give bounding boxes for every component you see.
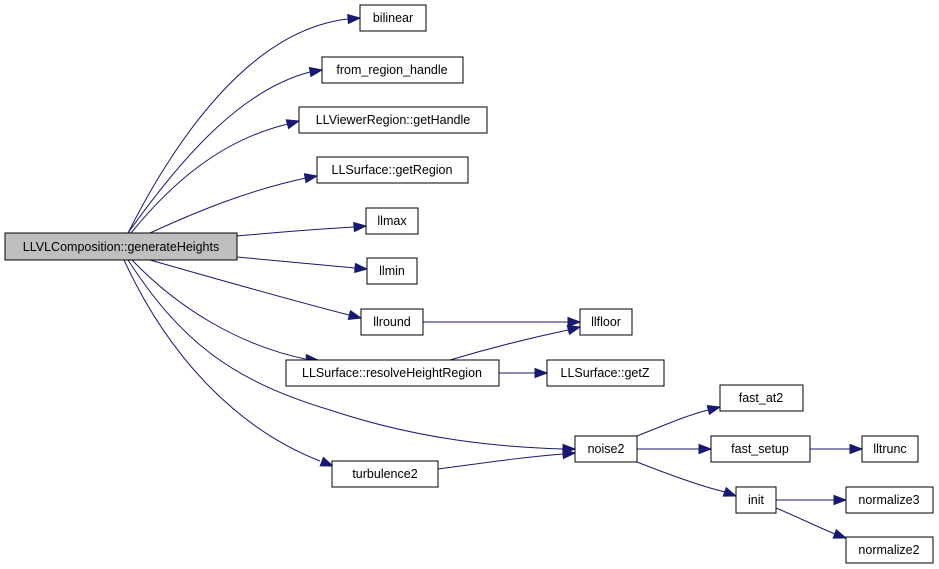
node-getZ[interactable]: LLSurface::getZ: [546, 359, 665, 387]
node-label: bilinear: [373, 11, 413, 25]
edge-line: [775, 507, 836, 535]
edge-fast_setup-to-lltrunc: [810, 443, 864, 455]
edge-root-to-getHandle: [130, 119, 301, 234]
node-from-region-handle[interactable]: from_region_handle: [321, 56, 464, 84]
arrowhead-icon: [833, 494, 848, 506]
edge-root-to-llmin: [236, 256, 369, 274]
edge-line: [437, 453, 564, 470]
node-label: llround: [373, 315, 411, 329]
node-resolveHeightRegion[interactable]: LLSurface::resolveHeightRegion: [285, 359, 500, 387]
edge-line: [123, 259, 321, 462]
edge-noise2-to-fast_at2: [636, 404, 722, 437]
arrowhead-icon: [567, 316, 582, 328]
edges: [123, 13, 864, 539]
node-label: fast_setup: [731, 442, 789, 456]
arrowhead-icon: [706, 404, 722, 416]
edge-line: [236, 256, 356, 269]
edge-line: [636, 461, 726, 493]
node-label: fast_at2: [739, 391, 784, 405]
edge-noise2-to-fast_setup: [637, 443, 713, 455]
node-getHandle[interactable]: LLViewerRegion::getHandle: [298, 106, 488, 134]
arrowhead-icon: [285, 119, 301, 130]
edge-line: [131, 259, 306, 360]
edge-turbulence2-to-noise2: [437, 448, 577, 470]
edge-line: [449, 329, 569, 361]
arrowhead-icon: [319, 456, 335, 467]
node-llround[interactable]: llround: [360, 308, 424, 336]
edge-root-to-turbulence2: [123, 259, 335, 467]
edge-init-to-normalize2: [775, 507, 848, 539]
edge-root-to-llround: [149, 259, 363, 321]
node-label: normalize3: [858, 493, 919, 507]
node-fast-at2[interactable]: fast_at2: [719, 384, 804, 412]
node-label: LLViewerRegion::getHandle: [316, 113, 471, 127]
node-label: lltrunc: [873, 442, 906, 456]
node-label: normalize2: [858, 543, 919, 557]
arrowhead-icon: [698, 443, 713, 455]
node-label: llmax: [377, 214, 407, 228]
edge-root-to-from_region_handle: [127, 66, 324, 234]
arrowhead-icon: [303, 173, 319, 184]
edge-llround-to-llfloor: [423, 316, 582, 328]
node-lltrunc[interactable]: lltrunc: [861, 435, 919, 463]
node-label: LLVLComposition::generateHeights: [23, 240, 219, 254]
edge-root-to-bilinear: [127, 13, 362, 234]
node-llmax[interactable]: llmax: [365, 207, 419, 235]
edge-root-to-llmax: [236, 221, 368, 237]
edge-line: [127, 259, 564, 450]
arrowhead-icon: [566, 324, 582, 336]
node-llfloor[interactable]: llfloor: [579, 308, 633, 336]
node-normalize2[interactable]: normalize2: [845, 536, 934, 564]
edge-init-to-normalize3: [776, 494, 848, 506]
node-llmin[interactable]: llmin: [366, 257, 418, 285]
edge-resolveHeightRegion-to-getZ: [499, 367, 549, 379]
arrowhead-icon: [849, 443, 864, 455]
arrowhead-icon: [534, 367, 549, 379]
node-noise2[interactable]: noise2: [574, 435, 638, 463]
node-init[interactable]: init: [735, 486, 777, 514]
node-normalize3[interactable]: normalize3: [845, 486, 934, 514]
edge-line: [236, 226, 355, 237]
arrowhead-icon: [347, 309, 363, 321]
edge-line: [149, 259, 350, 316]
node-label: LLSurface::resolveHeightRegion: [302, 366, 482, 380]
edge-root-to-resolveHeightRegion: [131, 259, 320, 365]
node-label: init: [748, 493, 765, 507]
node-label: noise2: [588, 442, 625, 456]
edge-line: [130, 123, 289, 234]
edge-resolveHeightRegion-to-llfloor: [449, 324, 582, 361]
node-label: llmin: [379, 264, 405, 278]
node-label: turbulence2: [352, 467, 417, 481]
edge-line: [127, 18, 349, 234]
node-label: llfloor: [591, 315, 621, 329]
node-root[interactable]: LLVLComposition::generateHeights: [4, 232, 238, 261]
edge-root-to-getRegion: [149, 173, 319, 234]
arrowhead-icon: [722, 486, 738, 497]
arrowhead-icon: [354, 262, 369, 274]
node-label: LLSurface::getRegion: [332, 163, 453, 177]
node-bilinear[interactable]: bilinear: [359, 4, 427, 32]
node-getRegion[interactable]: LLSurface::getRegion: [316, 156, 469, 184]
arrowhead-icon: [832, 528, 848, 539]
edge-line: [149, 177, 307, 234]
edge-root-to-noise2: [127, 259, 577, 455]
node-turbulence2[interactable]: turbulence2: [331, 460, 439, 488]
node-label: from_region_handle: [336, 63, 447, 77]
edge-line: [127, 71, 311, 234]
arrowhead-icon: [347, 13, 362, 25]
node-fast-setup[interactable]: fast_setup: [710, 435, 811, 463]
node-label: LLSurface::getZ: [561, 366, 650, 380]
arrowhead-icon: [353, 221, 368, 233]
edge-line: [636, 409, 709, 437]
arrowhead-icon: [308, 66, 324, 78]
arrowhead-icon: [562, 448, 577, 460]
edge-noise2-to-init: [636, 461, 738, 497]
